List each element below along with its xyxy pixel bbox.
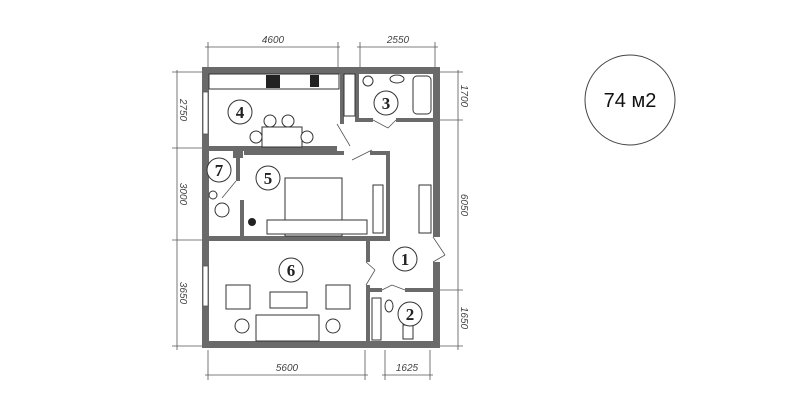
room-label-4: 4 [236, 103, 245, 122]
bathtub-icon [412, 75, 432, 115]
sink-icon [310, 75, 319, 87]
dim-bottom-wc: 1625 [396, 363, 419, 374]
sofa-icon [255, 314, 320, 342]
sink-wc [384, 299, 394, 313]
window-kitchen [202, 91, 209, 135]
area-badge [584, 54, 676, 146]
dim-right-hall: 6050 [458, 194, 469, 217]
armchair-small [214, 202, 230, 218]
dim-top-kitchen: 4600 [262, 35, 285, 46]
shelf-unit [343, 73, 356, 117]
room-label-7: 7 [215, 161, 224, 180]
room-label-2: 2 [406, 305, 415, 324]
dim-right-wc: 1650 [458, 307, 469, 330]
shelf-wc [371, 297, 382, 341]
washer-icon [362, 75, 374, 87]
room-label-3: 3 [382, 94, 391, 113]
window-living [202, 265, 209, 307]
dim-top-bath: 2550 [386, 35, 410, 46]
room-label-6: 6 [287, 261, 296, 280]
wardrobe-hall [418, 184, 432, 234]
armchair-left [225, 284, 251, 310]
wardrobe-bedroom [372, 184, 384, 234]
doors [221, 119, 446, 291]
room-labels: 1 2 3 4 5 6 7 [206, 90, 423, 327]
area-label: 74 м2 [604, 90, 657, 112]
room-label-5: 5 [264, 169, 273, 188]
walls [202, 67, 440, 348]
furniture [208, 73, 432, 342]
dimension-lines [172, 42, 463, 380]
dining-table [261, 126, 303, 148]
washbasin-icon [389, 74, 405, 84]
dim-bottom-living: 5600 [276, 363, 299, 374]
dim-left-living: 3650 [177, 282, 188, 305]
dim-right-bath: 1700 [458, 85, 469, 108]
stove-icon [266, 75, 280, 88]
coffee-table [269, 291, 308, 309]
dim-left-bedroom: 3000 [177, 183, 188, 206]
plant-icon [248, 218, 256, 226]
room-label-1: 1 [401, 250, 410, 269]
armchair-right [325, 284, 351, 310]
toilet-icon [402, 324, 414, 340]
bedroom-cabinets [266, 219, 368, 235]
dim-left-kitchen: 2750 [177, 98, 188, 122]
